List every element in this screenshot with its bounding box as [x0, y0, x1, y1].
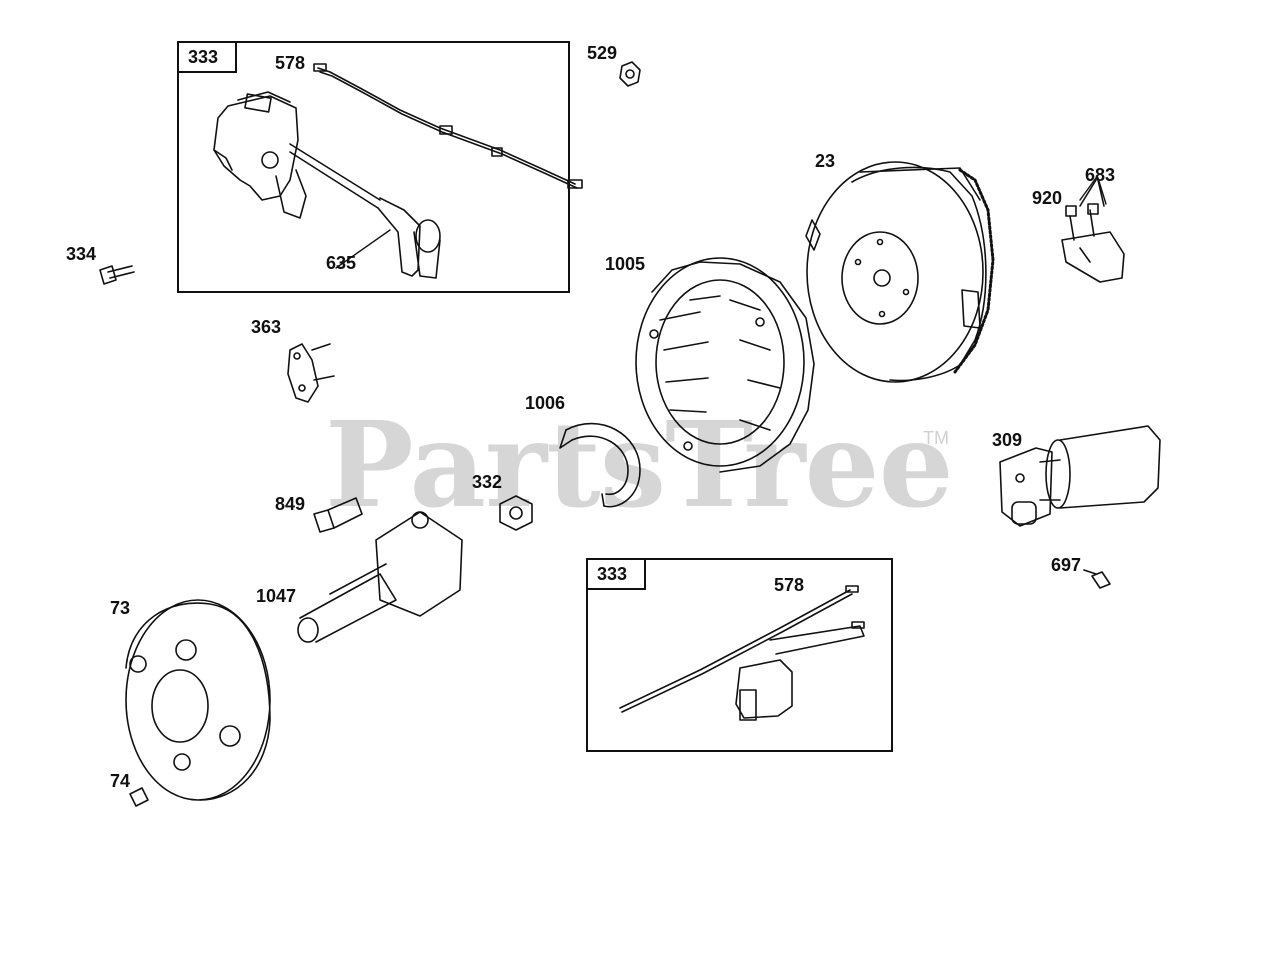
inset-top: 333 — [177, 41, 570, 293]
bolt-334 — [99, 265, 135, 285]
label-529[interactable]: 529 — [587, 43, 618, 63]
inset-bottom-label[interactable]: 333 — [597, 564, 628, 584]
drive-shaft — [297, 511, 463, 643]
trademark-mark: TM — [923, 428, 949, 448]
cooling-fan — [635, 257, 815, 473]
nut-332 — [499, 495, 533, 531]
label-920[interactable]: 920 — [1032, 188, 1063, 208]
label-578-bottom[interactable]: 578 — [774, 575, 805, 595]
label-849[interactable]: 849 — [275, 494, 306, 514]
wire-harness-bottom — [619, 585, 865, 721]
label-332[interactable]: 332 — [472, 472, 503, 492]
ignition-coil — [213, 91, 441, 279]
inset-top-label[interactable]: 333 — [188, 47, 219, 67]
starter-motor — [999, 425, 1161, 527]
pulley-cover — [125, 599, 271, 801]
label-363[interactable]: 363 — [251, 317, 282, 337]
leader-lines — [335, 177, 1107, 269]
label-1005[interactable]: 1005 — [605, 254, 646, 274]
label-1006[interactable]: 1006 — [525, 393, 566, 413]
label-683[interactable]: 683 — [1085, 165, 1116, 185]
bolt-697 — [1083, 569, 1111, 589]
flywheel — [805, 161, 995, 383]
grommet — [619, 61, 641, 87]
label-635[interactable]: 635 — [326, 253, 357, 273]
bolt-74 — [129, 787, 149, 807]
label-334[interactable]: 334 — [66, 244, 97, 264]
label-697[interactable]: 697 — [1051, 555, 1082, 575]
label-74[interactable]: 74 — [110, 771, 131, 791]
label-578-top[interactable]: 578 — [275, 53, 306, 73]
inset-top-tag: 333 — [179, 43, 237, 73]
mounting-bracket — [287, 343, 335, 403]
inset-bottom-tag: 333 — [588, 560, 646, 590]
starter-solenoid — [1061, 179, 1125, 283]
label-23[interactable]: 23 — [815, 151, 836, 171]
inset-bottom: 333 — [586, 558, 893, 752]
fan-screen — [559, 422, 641, 508]
label-309[interactable]: 309 — [992, 430, 1023, 450]
label-1047[interactable]: 1047 — [256, 586, 297, 606]
label-73[interactable]: 73 — [110, 598, 131, 618]
bolt-849 — [313, 497, 363, 533]
wire-harness-top — [313, 63, 583, 189]
